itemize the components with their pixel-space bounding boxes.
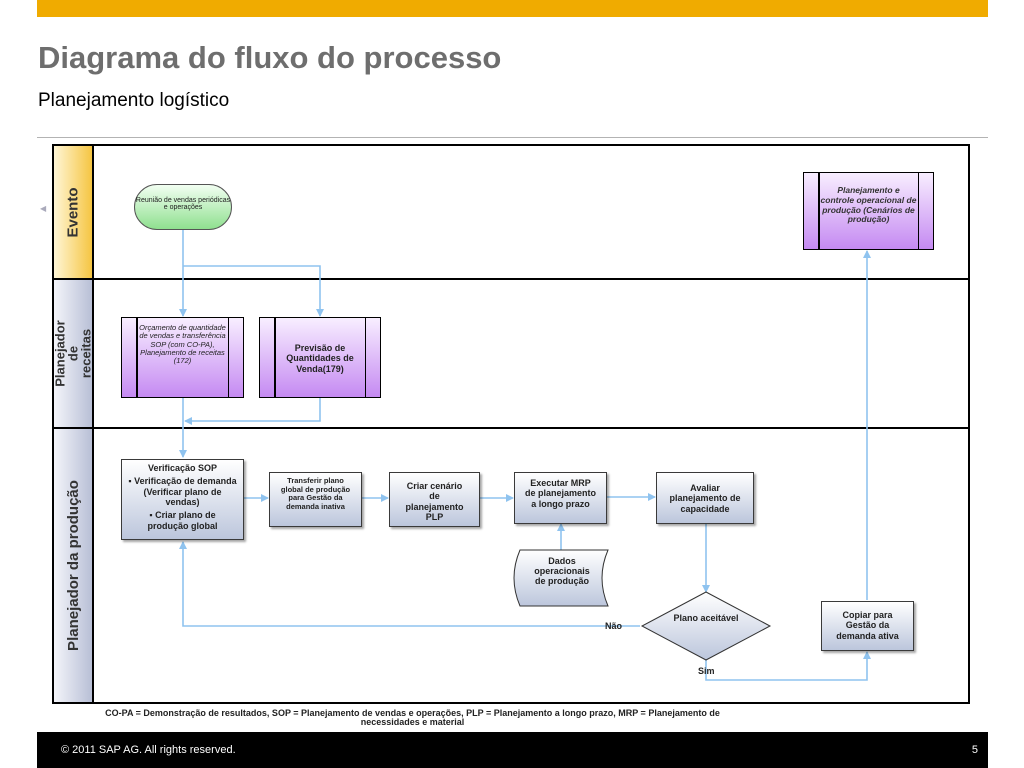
- task-verificacao-sop[interactable]: Verificação SOP ▪ Verificação de demanda…: [121, 459, 244, 540]
- connector-decisao-nao: [179, 541, 640, 627]
- lane-label-evento: Evento: [54, 146, 94, 278]
- page-title: Diagrama do fluxo do processo: [38, 40, 502, 75]
- task-executar-mrp-text: Executar MRP de planejamento a longo pra…: [525, 478, 597, 509]
- connector-reuniao-previsao: [183, 265, 324, 317]
- decision-diamond: [640, 591, 772, 661]
- task-verificacao-item1-text: Verificação de demanda (Verificar plano …: [134, 476, 237, 508]
- swimlane-frame: [52, 144, 970, 704]
- task-verificacao-item1: ▪ Verificação de demanda (Verificar plan…: [128, 476, 237, 507]
- left-triangle-icon: ◀: [40, 204, 47, 213]
- task-copiar-text: Copiar para Gestão da demanda ativa: [836, 610, 899, 641]
- event-reuniao-text: Reunião de vendas periódicas e operações: [135, 197, 231, 212]
- task-verificacao-item2: ▪ Criar plano de produção global: [128, 510, 237, 531]
- top-accent-bar: [37, 0, 988, 17]
- task-verificacao-item2-text: Criar plano de produção global: [147, 510, 218, 531]
- footnote-abbreviations: CO-PA = Demonstração de resultados, SOP …: [105, 708, 720, 728]
- event-planejamento-controle[interactable]: Planejamento e controle operacional de p…: [803, 172, 934, 250]
- task-previsao-text: Previsão de Quantidades de Venda(179): [286, 343, 354, 374]
- title-divider: [37, 137, 988, 138]
- task-orcamento-text: Orçamento de quantidade de vendas e tran…: [139, 323, 226, 365]
- task-copiar-gestao[interactable]: Copiar para Gestão da demanda ativa: [821, 601, 914, 651]
- data-dados-operacionais[interactable]: Dados operacionais de produção: [532, 556, 592, 587]
- footer-bar: © 2011 SAP AG. All rights reserved. 5: [37, 732, 988, 768]
- bullet-icon: ▪: [128, 476, 135, 487]
- lane-label-receitas: Planejador de receitas: [53, 280, 94, 427]
- task-verificacao-title: Verificação SOP: [147, 463, 218, 473]
- task-orcamento-quantidade[interactable]: Orçamento de quantidade de vendas e tran…: [121, 317, 244, 398]
- data-storage-shape: [513, 549, 609, 607]
- event-planejamento-controle-text: Planejamento e controle operacional de p…: [820, 185, 917, 225]
- task-criar-cenario-text: Criar cenário de planejamento PLP: [405, 481, 464, 523]
- page-subtitle: Planejamento logístico: [38, 90, 230, 111]
- footer-page-number: 5: [971, 744, 978, 756]
- bullet-icon: ▪: [149, 510, 156, 521]
- lane-divider: [52, 427, 970, 429]
- decision-plano-aceitavel[interactable]: Plano aceitável: [670, 613, 742, 624]
- lane-label-producao: Planejador da produção: [54, 429, 94, 702]
- label-sim: Sim: [698, 666, 715, 676]
- task-criar-cenario[interactable]: Criar cenário de planejamento PLP: [389, 472, 480, 527]
- task-avaliar-text: Avaliar planejamento de capacidade: [669, 483, 741, 514]
- event-reuniao-vendas[interactable]: Reunião de vendas periódicas e operações: [134, 184, 232, 230]
- data-dados-text: Dados operacionais de produção: [534, 556, 590, 586]
- connector-previsao-verificacao: [184, 398, 321, 425]
- task-previsao-quantidades[interactable]: Previsão de Quantidades de Venda(179): [259, 317, 381, 398]
- decision-plano-text: Plano aceitável: [673, 613, 739, 623]
- label-nao: Não: [605, 621, 623, 631]
- lane-divider: [52, 278, 970, 280]
- connector-decisao-sim: [705, 651, 871, 681]
- task-executar-mrp[interactable]: Executar MRP de planejamento a longo pra…: [514, 472, 607, 524]
- task-avaliar-capacidade[interactable]: Avaliar planejamento de capacidade: [656, 472, 754, 524]
- footer-copyright: © 2011 SAP AG. All rights reserved.: [61, 744, 236, 756]
- task-transferir-plano[interactable]: Transferir plano global de produção para…: [269, 472, 362, 527]
- task-transferir-text: Transferir plano global de produção para…: [280, 476, 351, 511]
